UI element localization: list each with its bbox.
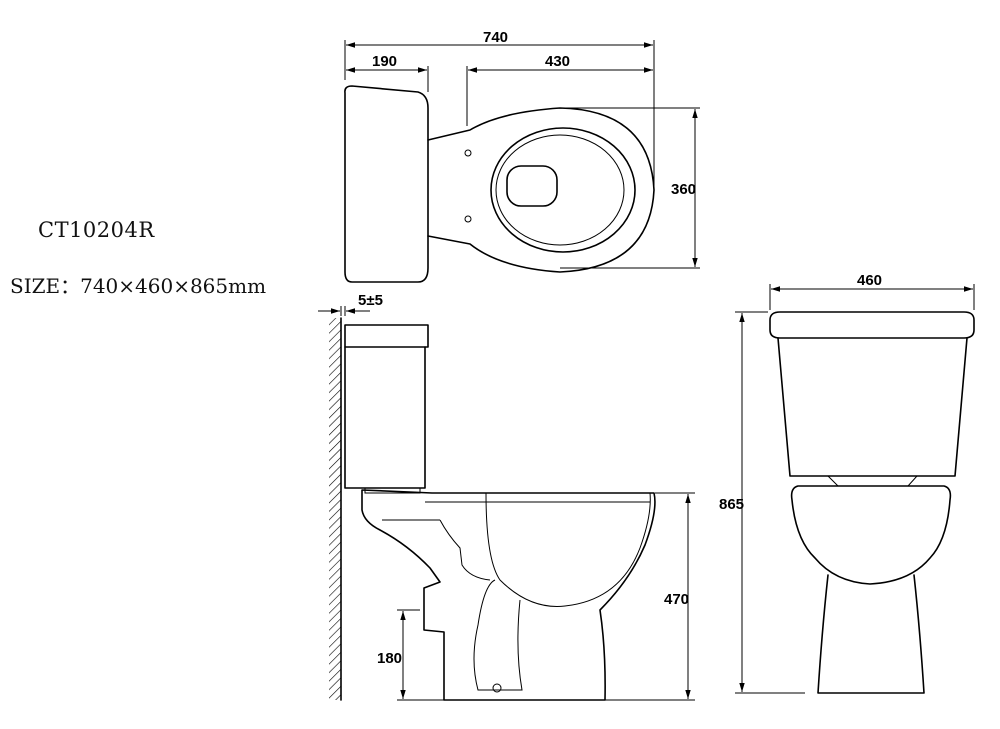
- top-view-outlet: [506, 165, 558, 207]
- size-spec: SIZE：740×460×865mm: [10, 274, 267, 298]
- top-view-seat: [490, 127, 636, 253]
- side-view-tank-lid: [344, 324, 429, 348]
- front-view: 460 865: [719, 272, 975, 694]
- dim-label-360: 360: [671, 181, 696, 198]
- front-view-bowl: [790, 485, 952, 585]
- front-view-pedestal: [817, 574, 925, 694]
- dim-label-190: 190: [372, 53, 397, 70]
- front-view-tank-lid: [769, 311, 975, 339]
- side-view-bowl: [361, 489, 656, 701]
- top-view: 740 190 430 360: [344, 29, 700, 283]
- top-view-tank: [344, 85, 429, 283]
- side-view-trapway: [473, 579, 523, 691]
- side-view: 5±5 470 180: [318, 292, 695, 701]
- front-view-tank: [777, 337, 968, 477]
- side-view-wall-hatch: [329, 318, 341, 700]
- dim-label-460: 460: [857, 272, 882, 289]
- side-view-outlet: [492, 683, 502, 693]
- top-view-seat-inner: [495, 134, 625, 246]
- dim-label-180: 180: [377, 650, 402, 667]
- top-view-hinge-hole-upper: [464, 149, 472, 157]
- model-number: CT10204R: [38, 218, 155, 242]
- dim-label-430: 430: [545, 53, 570, 70]
- dim-label-865: 865: [719, 496, 744, 513]
- dim-label-470: 470: [664, 591, 689, 608]
- top-view-bowl-neck: [427, 107, 655, 273]
- side-view-tank: [344, 346, 426, 489]
- dim-label-740: 740: [483, 29, 508, 46]
- top-view-hinge-hole-lower: [464, 215, 472, 223]
- dim-label-5pm5: 5±5: [358, 292, 383, 309]
